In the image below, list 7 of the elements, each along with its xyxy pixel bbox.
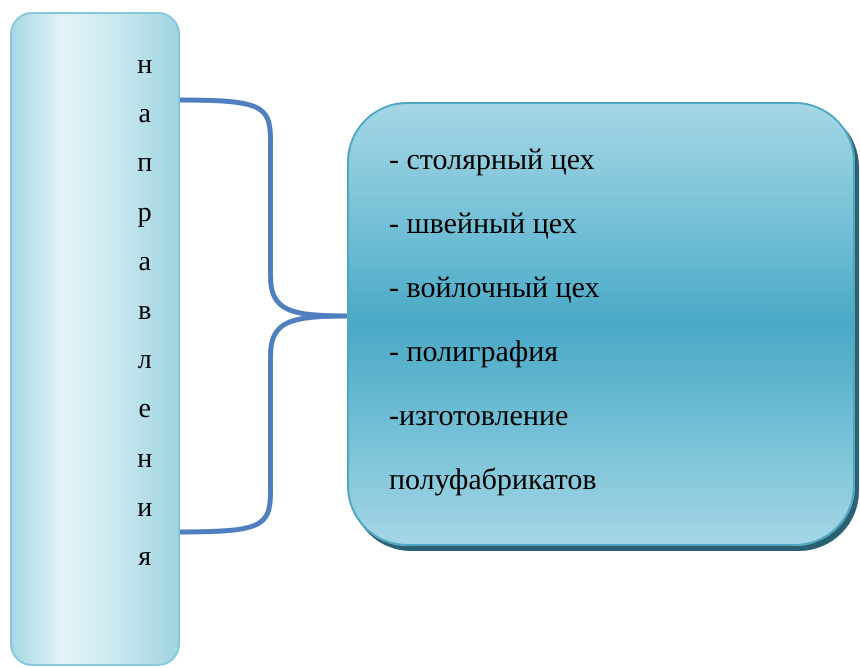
list-item: - столярный цех xyxy=(389,142,596,178)
vertical-label-panel xyxy=(10,12,180,666)
list-item: - полиграфия xyxy=(389,334,560,370)
vertical-text: направления xyxy=(136,48,154,574)
list-item: - войлочный цех xyxy=(389,270,601,306)
list-item: - швейный цех xyxy=(389,206,578,242)
list-item: -изготовление полуфабрикатов xyxy=(389,398,598,498)
